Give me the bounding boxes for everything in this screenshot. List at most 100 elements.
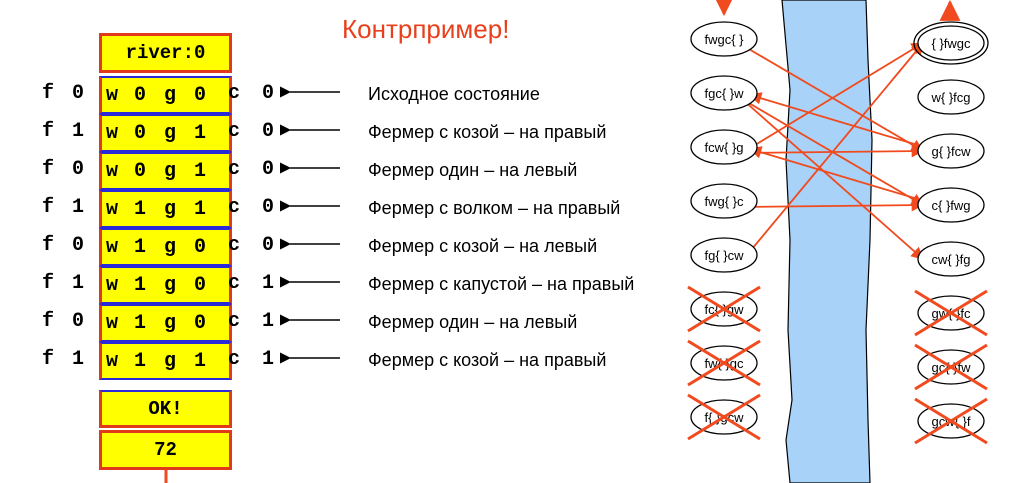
state-label: w{ }fcg xyxy=(930,90,970,105)
step-description: Исходное состояние xyxy=(368,84,540,104)
step-description: Фермер с козой – на правый xyxy=(368,350,607,370)
row-f-value: 0 xyxy=(72,234,85,257)
row-f-label: f xyxy=(42,272,55,295)
row-c-label: c xyxy=(228,234,241,257)
transition-arrow xyxy=(741,98,924,260)
row-cell-w: w xyxy=(106,160,119,183)
count-cell: 72 xyxy=(99,430,232,470)
row-cell-w: w xyxy=(106,84,119,107)
state-label: fg{ }cw xyxy=(704,248,744,263)
row-cell-g: g xyxy=(164,84,177,107)
state-node xyxy=(690,183,758,219)
state-node xyxy=(917,133,985,169)
row-cell-g: g xyxy=(164,274,177,297)
row-cell-gv: 0 xyxy=(194,274,207,297)
row-cell-w: w xyxy=(106,274,119,297)
row-f-label: f xyxy=(42,82,55,105)
cross-mark xyxy=(914,289,988,337)
count-label: 72 xyxy=(154,439,177,461)
row-c-label: c xyxy=(228,348,241,371)
state-node xyxy=(690,129,758,165)
row-cell-w: w xyxy=(106,198,119,221)
row-f-label: f xyxy=(42,310,55,333)
row-c-label: c xyxy=(228,272,241,295)
row-c-label: c xyxy=(228,196,241,219)
step-description: Фермер с капустой – на правый xyxy=(368,274,635,294)
step-description: Фермер один – на левый xyxy=(368,160,578,180)
row-cell-w: w xyxy=(106,122,119,145)
row-c-value: 1 xyxy=(262,348,275,371)
row-cell-w: w xyxy=(106,350,119,373)
row-c-value: 0 xyxy=(262,120,275,143)
header-label: river:0 xyxy=(125,42,206,64)
row-f-value: 1 xyxy=(72,272,85,295)
state-label: fwg{ }c xyxy=(704,194,744,209)
row-cell-wv: 1 xyxy=(134,236,147,259)
cross-mark xyxy=(687,285,761,333)
state-node xyxy=(690,237,758,273)
row-f-value: 0 xyxy=(72,82,85,105)
row-cell-gv: 1 xyxy=(194,122,207,145)
row-f-value: 0 xyxy=(72,310,85,333)
state-label: g{ }fcw xyxy=(931,144,971,159)
row-f-label: f xyxy=(42,120,55,143)
state-label: { }fwgc xyxy=(931,36,971,51)
transition-arrow xyxy=(748,146,932,204)
row-f-value: 1 xyxy=(72,348,85,371)
row-f-label: f xyxy=(42,196,55,219)
row-f-value: 1 xyxy=(72,120,85,143)
row-c-label: c xyxy=(228,120,241,143)
row-f-value: 0 xyxy=(72,158,85,181)
row-c-label: c xyxy=(228,82,241,105)
cross-mark xyxy=(687,339,761,387)
row-c-value: 1 xyxy=(262,272,275,295)
row-f-label: f xyxy=(42,158,55,181)
state-label: fgc{ }w xyxy=(704,86,744,101)
step-description: Фермер с козой – на левый xyxy=(368,236,598,256)
row-cell-gv: 1 xyxy=(194,160,207,183)
transition-arrow xyxy=(741,42,925,154)
row-cell-gv: 1 xyxy=(194,198,207,221)
row-cell-wv: 1 xyxy=(134,198,147,221)
row-cell-wv: 1 xyxy=(134,274,147,297)
row-cell-gv: 1 xyxy=(194,350,207,373)
row-cell-wv: 0 xyxy=(134,84,147,107)
row-cell-gv: 0 xyxy=(194,236,207,259)
step-description: Фермер с козой – на правый xyxy=(368,122,607,142)
row-cell-g: g xyxy=(164,122,177,145)
step-description: Фермер с волком – на правый xyxy=(368,198,621,218)
row-cell-g: g xyxy=(164,236,177,259)
row-c-label: c xyxy=(228,158,241,181)
goal-ring xyxy=(913,21,989,65)
state-label: fcw{ }g xyxy=(704,140,743,155)
row-c-label: c xyxy=(228,310,241,333)
state-node xyxy=(917,241,985,277)
row-cell-gv: 0 xyxy=(194,312,207,335)
cross-mark xyxy=(914,397,988,445)
ok-cell: OK! xyxy=(99,390,232,428)
transition-arrow xyxy=(741,42,924,262)
state-label: fwgc{ } xyxy=(704,32,744,47)
row-cell-w: w xyxy=(106,312,119,335)
row-cell-gv: 0 xyxy=(194,84,207,107)
page-title: Контрпример! xyxy=(342,14,510,44)
row-cell-wv: 0 xyxy=(134,122,147,145)
row-cell-g: g xyxy=(164,198,177,221)
state-node xyxy=(917,187,985,223)
row-c-value: 0 xyxy=(262,234,275,257)
transition-arrow xyxy=(748,92,932,150)
row-cell-g: g xyxy=(164,350,177,373)
state-node xyxy=(917,25,985,61)
state-label: c{ }fwg xyxy=(931,198,970,213)
row-c-value: 0 xyxy=(262,196,275,219)
row-f-label: f xyxy=(42,234,55,257)
row-c-value: 0 xyxy=(262,82,275,105)
